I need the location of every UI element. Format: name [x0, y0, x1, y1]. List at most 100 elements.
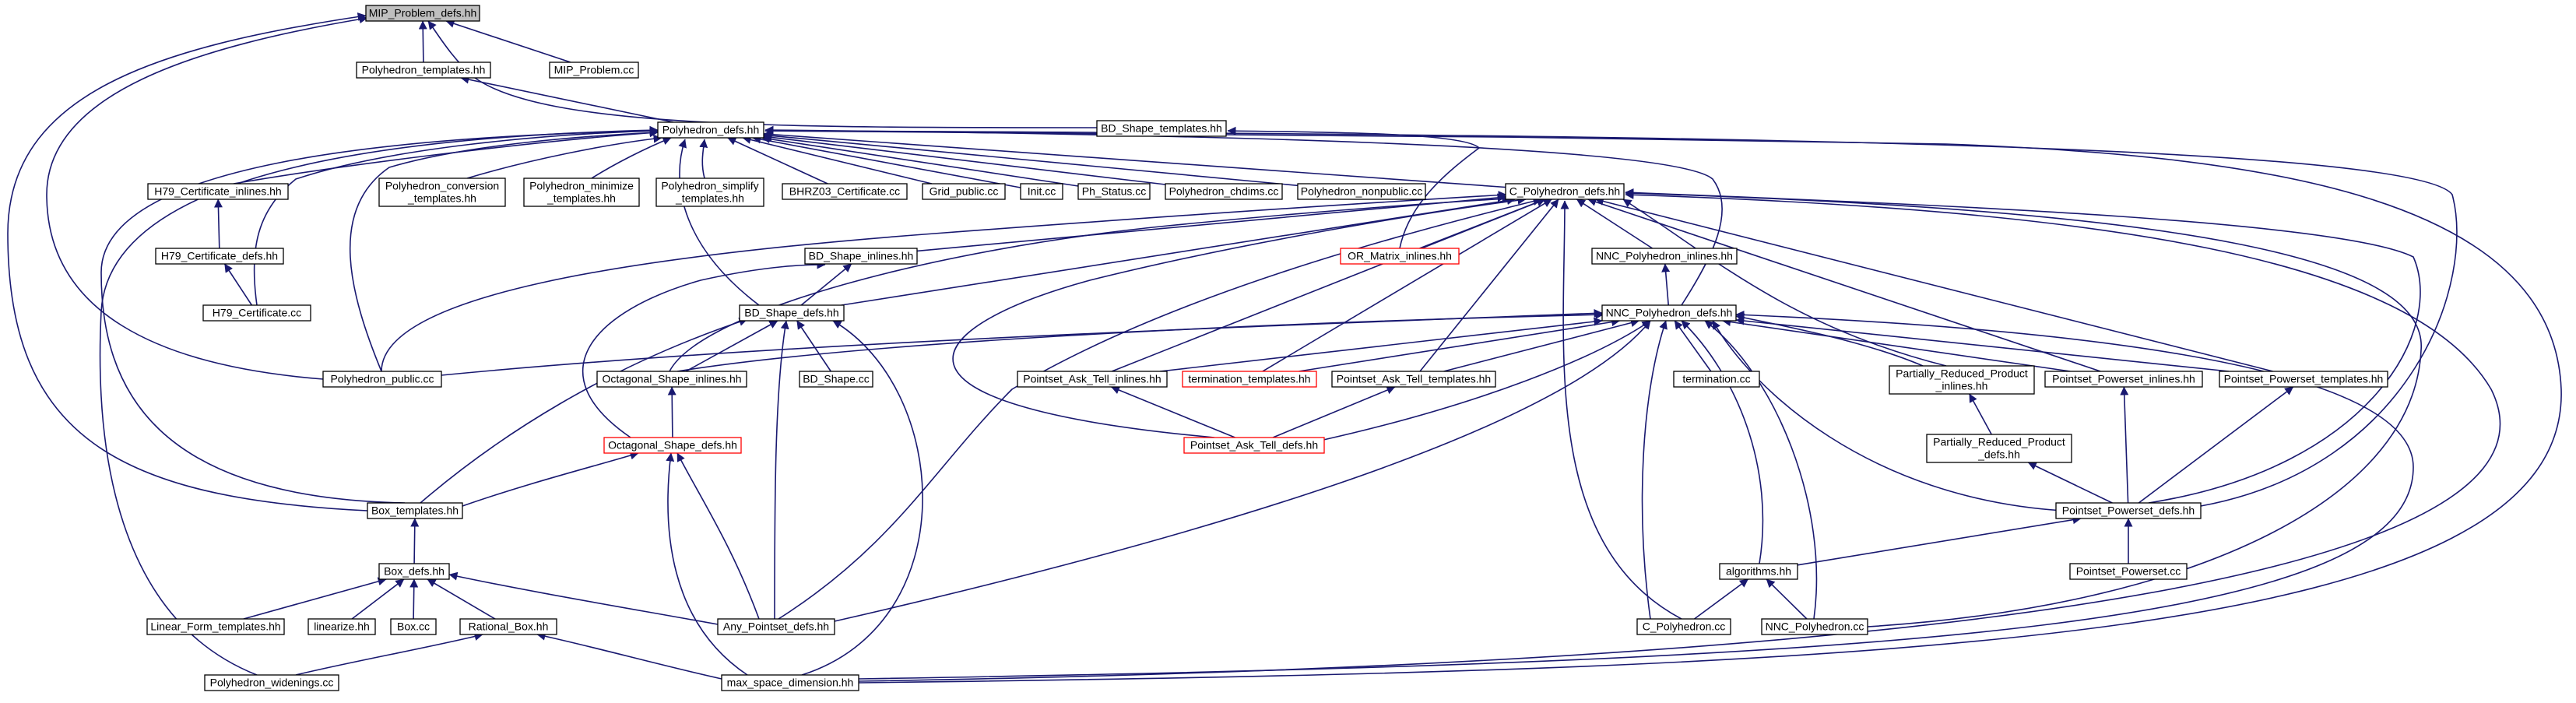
node-pointset-ask-tell-inlines[interactable]: Pointset_Ask_Tell_inlines.hh — [1017, 371, 1168, 388]
node-nnc-polyhedron-cc[interactable]: NNC_Polyhedron.cc — [1761, 618, 1868, 635]
edge-polyhedron-conversion-templates-to-polyhedron-defs — [466, 134, 662, 179]
node-box — [1761, 618, 1868, 635]
node-ph-status[interactable]: Ph_Status.cc — [1077, 183, 1151, 200]
node-polyhedron-public[interactable]: Polyhedron_public.cc — [322, 371, 442, 388]
node-pointset-powerset-defs[interactable]: Pointset_Powerset_defs.hh — [2055, 502, 2202, 519]
node-box-cc[interactable]: Box.cc — [390, 618, 437, 635]
edge-init-cc-to-polyhedron-defs — [752, 135, 1021, 188]
node-bd-shape-inlines[interactable]: BD_Shape_inlines.hh — [804, 248, 918, 265]
node-algorithms[interactable]: algorithms.hh — [1719, 563, 1798, 580]
node-box — [1889, 365, 2035, 395]
node-partially-reduced-product-inlines[interactable]: Partially_Reduced_Product_inlines.hh — [1889, 365, 2035, 395]
node-box — [2044, 371, 2203, 388]
edge-termination-templates-to-c-polyhedron-defs — [1262, 199, 1552, 372]
node-h79-certificate-defs[interactable]: H79_Certificate_defs.hh — [155, 248, 284, 265]
node-box-defs[interactable]: Box_defs.hh — [378, 563, 450, 580]
edge-linear-form-templates-to-box-defs — [243, 577, 387, 620]
node-box-templates[interactable]: Box_templates.hh — [367, 502, 463, 519]
node-box — [365, 5, 480, 22]
node-nnc-polyhedron-defs[interactable]: NNC_Polyhedron_defs.hh — [1601, 304, 1737, 322]
edge-pointset-ask-tell-defs-to-nnc-polyhedron-defs — [1323, 320, 1651, 441]
node-label: BD_Shape_defs.hh — [744, 307, 838, 319]
node-bd-shape-templates[interactable]: BD_Shape_templates.hh — [1096, 120, 1227, 137]
node-label: Pointset_Ask_Tell_defs.hh — [1190, 439, 1318, 452]
node-linear-form-templates[interactable]: Linear_Form_templates.hh — [146, 618, 285, 635]
node-any-pointset-defs[interactable]: Any_Pointset_defs.hh — [717, 618, 835, 635]
edge-max-space-dimension-to-bd-shape-defs — [801, 320, 923, 676]
node-nnc-polyhedron-inlines[interactable]: NNC_Polyhedron_inlines.hh — [1591, 248, 1738, 265]
edge-octagonal-shape-inlines-to-nnc-polyhedron-defs — [677, 310, 1604, 372]
node-mip-problem-cc[interactable]: MIP_Problem.cc — [549, 62, 639, 79]
node-bhrz03-certificate[interactable]: BHRZ03_Certificate.cc — [782, 183, 908, 200]
node-pointset-powerset-templates[interactable]: Pointset_Powerset_templates.hh — [2219, 371, 2388, 388]
edge-pointset-ask-tell-inlines-to-nnc-polyhedron-defs — [1160, 317, 1603, 372]
node-bd-shape-cc[interactable]: BD_Shape.cc — [799, 371, 873, 388]
edge-or-matrix-inlines-to-bd-shape-templates — [1227, 126, 1481, 249]
node-h79-certificate-inlines[interactable]: H79_Certificate_inlines.hh — [147, 183, 289, 200]
node-init-cc[interactable]: Init.cc — [1020, 183, 1063, 200]
node-c-polyhedron-defs[interactable]: C_Polyhedron_defs.hh — [1505, 183, 1625, 200]
node-pointset-powerset-cc[interactable]: Pointset_Powerset.cc — [2069, 563, 2188, 580]
node-label: termination_templates.hh — [1188, 373, 1310, 385]
node-box — [2069, 563, 2188, 580]
node-box — [1673, 371, 1760, 388]
node-termination-cc[interactable]: termination.cc — [1673, 371, 1760, 388]
node-label: H79_Certificate_inlines.hh — [154, 185, 281, 198]
node-label: _templates.hh — [675, 192, 744, 205]
edge-polyhedron-minimize-templates-to-polyhedron-defs — [591, 136, 672, 179]
node-polyhedron-simplify-templates[interactable]: Polyhedron_simplify_templates.hh — [655, 178, 764, 207]
node-mip-problem-defs[interactable]: MIP_Problem_defs.hh — [365, 5, 480, 22]
node-box — [655, 178, 764, 207]
node-h79-certificate-cc[interactable]: H79_Certificate.cc — [202, 304, 311, 322]
node-pointset-powerset-inlines[interactable]: Pointset_Powerset_inlines.hh — [2044, 371, 2203, 388]
node-label: Polyhedron_widenings.cc — [210, 677, 334, 689]
node-box — [1165, 183, 1283, 200]
node-label: Pointset_Ask_Tell_inlines.hh — [1023, 373, 1161, 385]
node-partially-reduced-product-defs[interactable]: Partially_Reduced_Product_defs.hh — [1926, 434, 2072, 463]
node-box — [739, 304, 845, 322]
edge-pointset-powerset-defs-to-partially-reduced-product-defs — [2027, 462, 2113, 504]
edge-polyhedron-public-to-polyhedron-defs — [349, 128, 659, 372]
node-box — [308, 618, 376, 635]
edge-polyhedron-widenings-to-rational-box — [295, 632, 483, 676]
node-box — [549, 62, 639, 79]
node-pointset-ask-tell-defs[interactable]: Pointset_Ask_Tell_defs.hh — [1183, 437, 1325, 454]
edge-pointset-ask-tell-defs-to-pointset-ask-tell-inlines — [1110, 385, 1235, 438]
node-label: Grid_public.cc — [930, 185, 999, 198]
edge-pointset-powerset-defs-to-pointset-powerset-templates — [2138, 386, 2294, 504]
node-or-matrix-inlines[interactable]: OR_Matrix_inlines.hh — [1340, 248, 1460, 265]
node-pointset-ask-tell-templates[interactable]: Pointset_Ask_Tell_templates.hh — [1331, 371, 1496, 388]
node-box — [523, 178, 640, 207]
node-label: BD_Shape.cc — [803, 373, 870, 385]
edge-bd-shape-defs-to-bd-shape-inlines — [800, 263, 852, 306]
edge-polyhedron-defs-to-polyhedron-templates — [460, 75, 674, 123]
edge-linearize-to-box-defs — [351, 578, 405, 620]
node-c-polyhedron-cc[interactable]: C_Polyhedron.cc — [1636, 618, 1731, 635]
node-polyhedron-widenings[interactable]: Polyhedron_widenings.cc — [204, 674, 339, 691]
node-polyhedron-minimize-templates[interactable]: Polyhedron_minimize_templates.hh — [523, 178, 640, 207]
node-bd-shape-defs[interactable]: BD_Shape_defs.hh — [739, 304, 845, 322]
node-label: Octagonal_Shape_inlines.hh — [602, 373, 741, 385]
node-polyhedron-conversion-templates[interactable]: Polyhedron_conversion_templates.hh — [378, 178, 506, 207]
edge-octagonal-shape-inlines-to-bd-shape-defs — [685, 320, 778, 372]
node-box — [202, 304, 311, 322]
node-polyhedron-templates[interactable]: Polyhedron_templates.hh — [356, 62, 491, 79]
edge-grid-public-to-polyhedron-defs — [742, 135, 933, 185]
edge-nnc-polyhedron-defs-to-polyhedron-defs — [764, 125, 1723, 306]
node-label: OR_Matrix_inlines.hh — [1348, 250, 1452, 262]
node-polyhedron-chdims[interactable]: Polyhedron_chdims.cc — [1165, 183, 1283, 200]
node-max-space-dimension[interactable]: max_space_dimension.hh — [721, 674, 859, 691]
node-box — [721, 674, 859, 691]
node-rational-box[interactable]: Rational_Box.hh — [459, 618, 557, 635]
node-label: BD_Shape_inlines.hh — [809, 250, 914, 262]
node-octagonal-shape-inlines[interactable]: Octagonal_Shape_inlines.hh — [596, 371, 747, 388]
node-termination-templates[interactable]: termination_templates.hh — [1182, 371, 1317, 388]
node-polyhedron-defs[interactable]: Polyhedron_defs.hh — [657, 121, 764, 139]
node-octagonal-shape-defs[interactable]: Octagonal_Shape_defs.hh — [603, 437, 742, 454]
node-box — [356, 62, 491, 79]
node-box — [367, 502, 463, 519]
node-label: termination.cc — [1682, 373, 1750, 385]
node-polyhedron-nonpublic[interactable]: Polyhedron_nonpublic.cc — [1297, 183, 1426, 200]
node-linearize[interactable]: linearize.hh — [308, 618, 376, 635]
node-grid-public[interactable]: Grid_public.cc — [922, 183, 1006, 200]
